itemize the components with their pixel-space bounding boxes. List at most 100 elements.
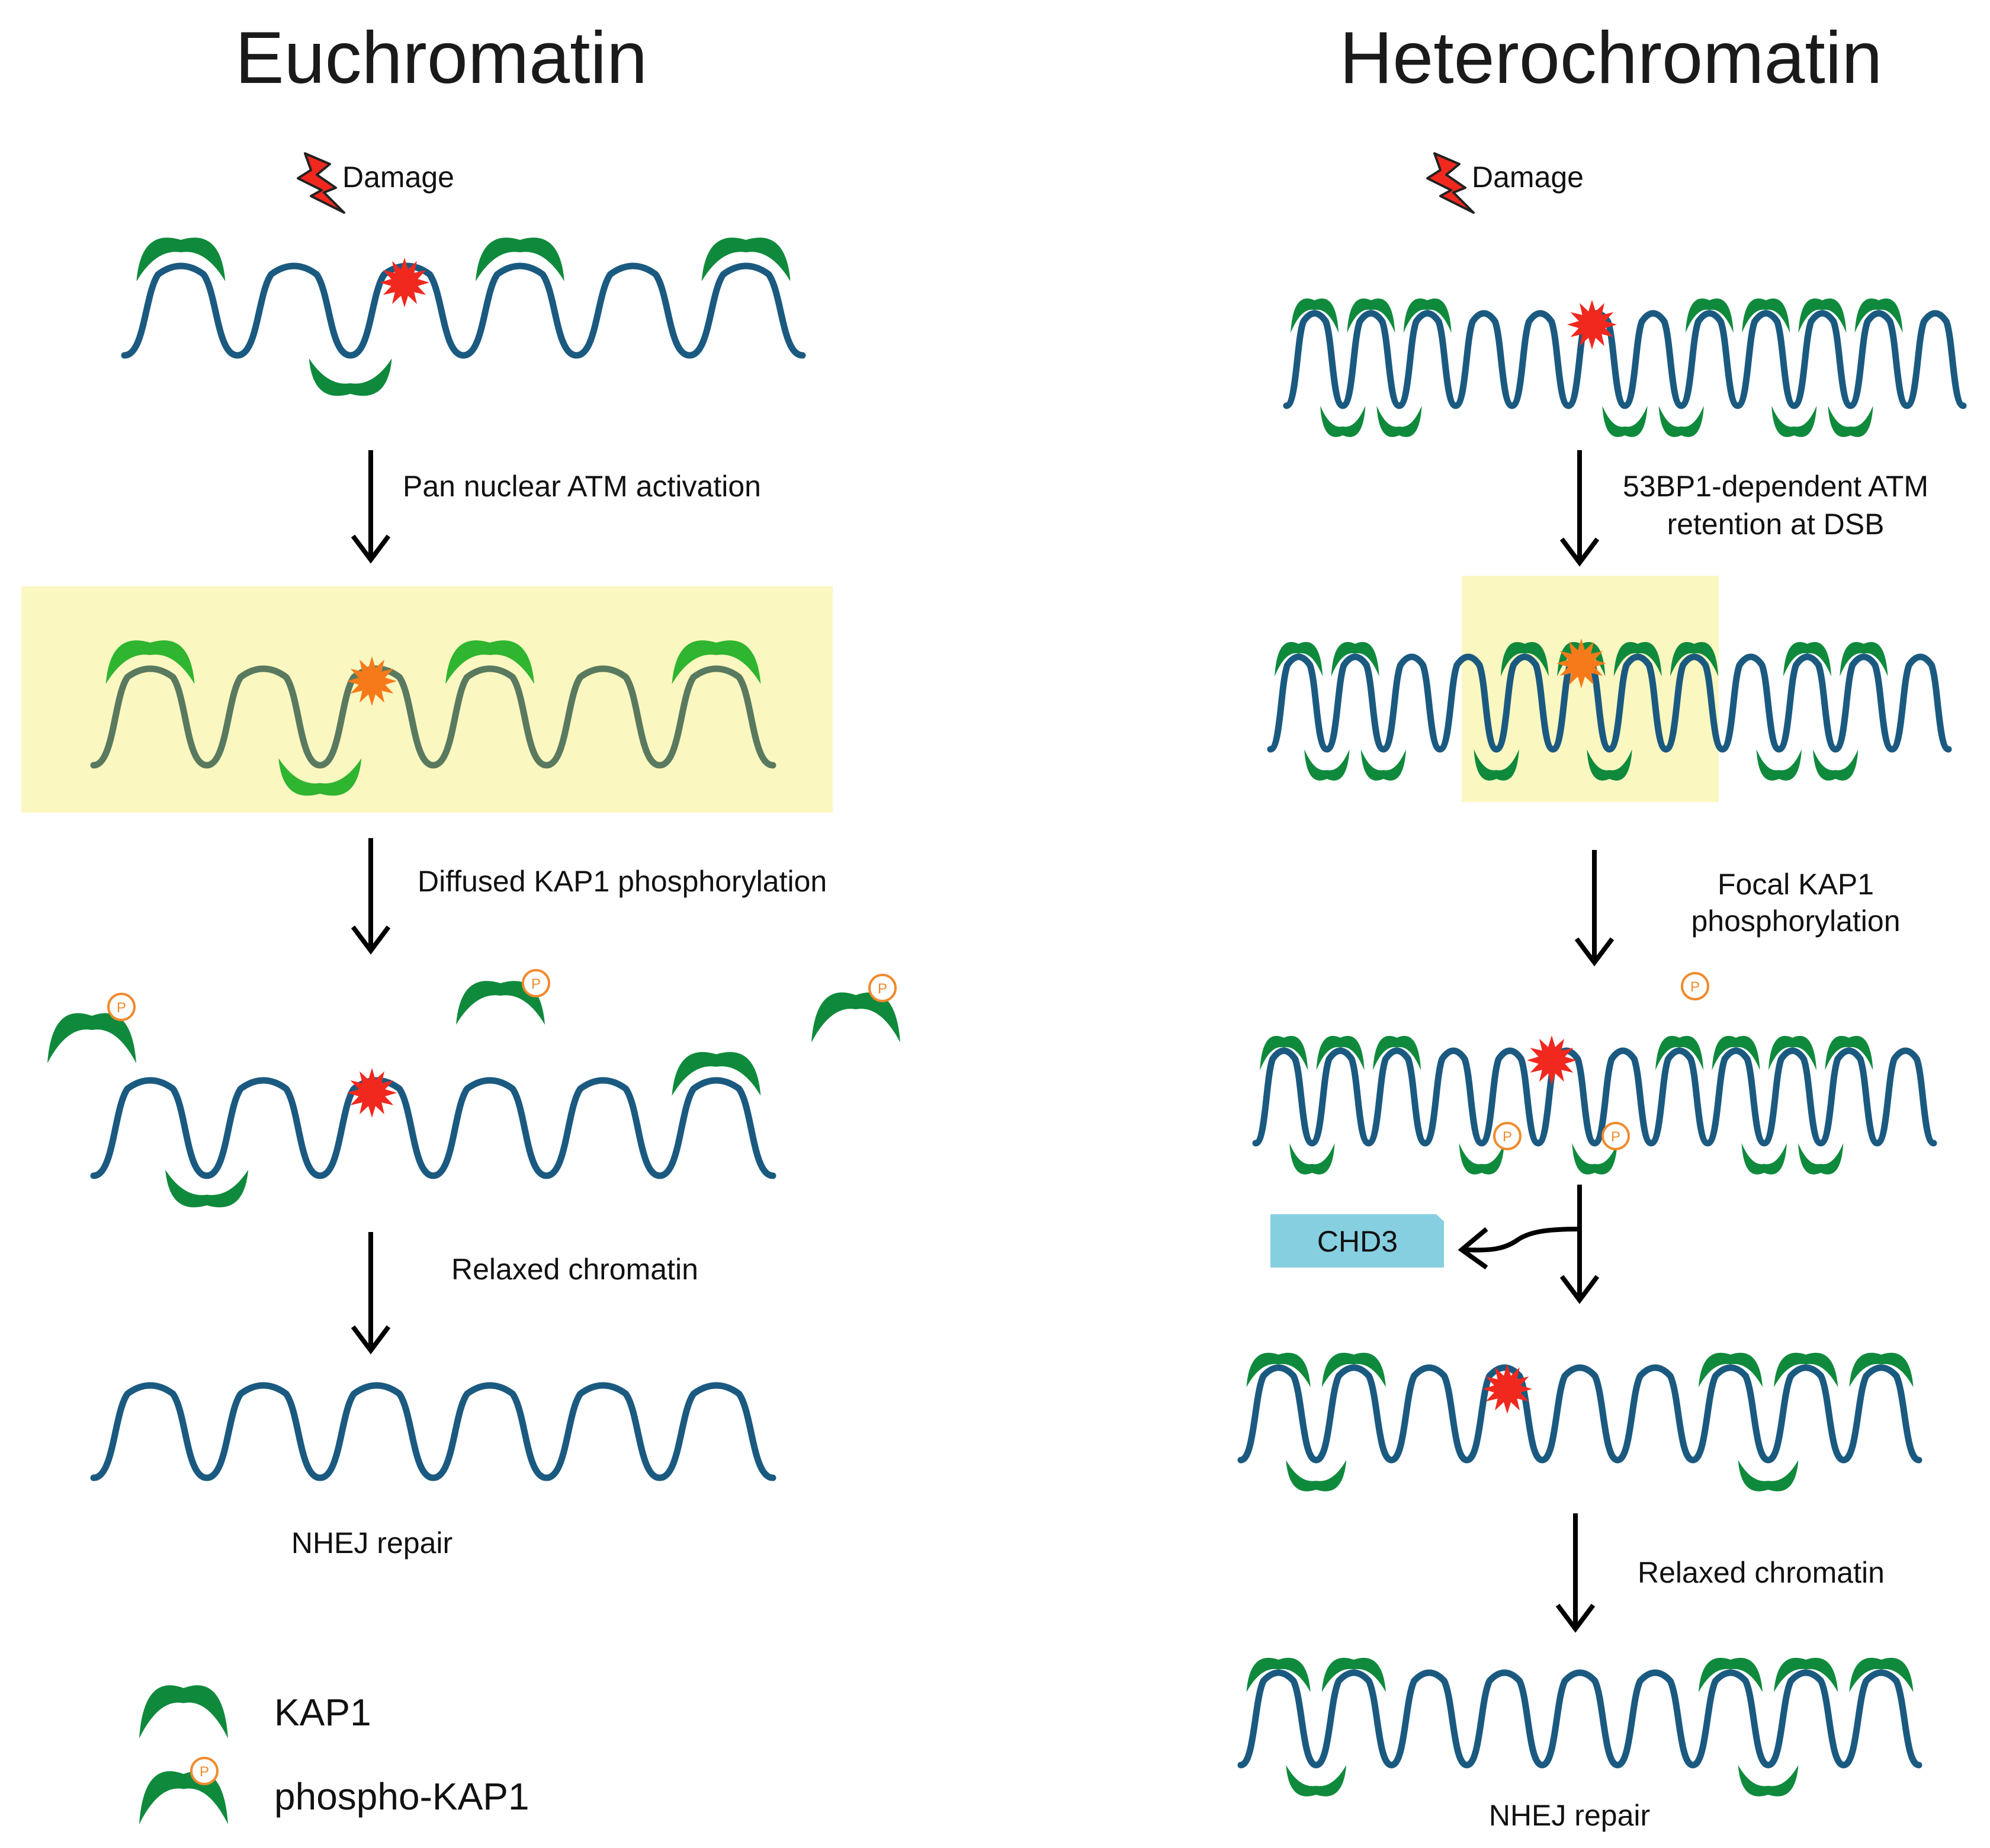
kap1-crescent [445, 640, 535, 684]
kap1-crescent [672, 640, 761, 684]
phospho-marker-icon: P [190, 1757, 219, 1785]
phospho-circle [1601, 1122, 1630, 1150]
kap1-crescent [1289, 1143, 1335, 1175]
kap1-crescent [1320, 406, 1366, 437]
kap1-crescent [1712, 1035, 1760, 1070]
het-damage-lightning-icon [1426, 152, 1475, 214]
kap1-crescent [1849, 1352, 1914, 1387]
kap1-crescent [105, 640, 195, 684]
het-arrow-2 [1574, 850, 1615, 967]
kap1-crescent [1840, 641, 1888, 676]
kap1-crescent [1602, 406, 1648, 437]
kap1-crescent [1854, 298, 1903, 333]
phospho-marker-icon: P [1493, 1122, 1522, 1150]
het-dna-row5 [1237, 1669, 1922, 1769]
eu-dna-row1 [121, 262, 806, 359]
eu-arrow-2 [351, 838, 391, 955]
phospho-circle [868, 974, 897, 1002]
eu-step3-label: Relaxed chromatin [451, 1253, 698, 1286]
kap1-crescent [1798, 298, 1847, 333]
het-chd3-branch-arrow [1458, 1227, 1580, 1270]
chd3-box: CHD3 [1270, 1214, 1444, 1268]
kap1-crescent [1557, 641, 1606, 676]
kap1-crescent [1798, 1143, 1844, 1175]
euchromatin-title: Euchromatin [235, 17, 647, 99]
kap1-crescent [1459, 1143, 1504, 1175]
kap1-crescent [1738, 1460, 1799, 1491]
het-dsb-star-row1 [1567, 300, 1617, 349]
eu-dna-row4 [90, 1382, 776, 1481]
kap1-crescent [1572, 1143, 1617, 1175]
het-dsb-star-row2 [1556, 639, 1606, 688]
kap1-crescent [1275, 641, 1323, 676]
phospho-circle [190, 1757, 219, 1785]
het-dsb-star-row4 [1482, 1364, 1532, 1414]
eu-damage-label: Damage [342, 161, 454, 194]
het-dsb-star-row3 [1527, 1035, 1577, 1085]
het-step2-label-line2: phosphorylation [1691, 904, 1900, 938]
chromatin-layer: P P P P P P [47, 238, 1967, 1796]
eu-result-label: NHEJ repair [291, 1526, 452, 1560]
legend-kap1-crescent [139, 1685, 228, 1738]
phospho-marker-icon: P [1681, 972, 1709, 1000]
eu-step2-label: Diffused KAP1 phosphorylation [418, 865, 827, 898]
kap1-crescent [1321, 1657, 1386, 1692]
kap1-crescent [1771, 406, 1817, 437]
het-arrow-1 [1559, 450, 1600, 567]
kap1-crescent [1286, 1765, 1347, 1796]
legend-phospho-kap1-icon: P [139, 1757, 228, 1824]
eu-dsb-star-row3 [347, 1068, 397, 1118]
kap1-crescent [1756, 749, 1802, 781]
heterochromatin-title: Heterochromatin [1340, 17, 1883, 99]
kap1-crescent [1587, 749, 1632, 781]
legend-kap1-label: KAP1 [274, 1691, 371, 1734]
kap1-crescent [1741, 1143, 1787, 1175]
phospho-marker-icon: P [522, 969, 550, 997]
kap1-crescent [1360, 749, 1406, 781]
het-dna-row3 [1252, 1047, 1937, 1147]
eu-arrow-3 [351, 1232, 391, 1355]
kap1-crescent [1403, 298, 1452, 333]
free-phospho-kap1 [811, 992, 900, 1042]
kap1-crescent [1774, 1657, 1838, 1692]
free-phospho-kap1 [47, 1013, 136, 1063]
phospho-letter: P [531, 976, 541, 992]
eu-dna-row3 [90, 1077, 776, 1179]
kap1-crescent [1260, 1035, 1308, 1070]
phospho-marker-icon: P [1601, 1122, 1630, 1150]
kap1-crescent [136, 238, 226, 281]
kap1-crescent [1500, 641, 1549, 676]
kap1-crescent [701, 238, 791, 281]
kap1-crescent [1613, 641, 1662, 676]
phospho-circle [522, 969, 550, 997]
phospho-letter: P [1503, 1129, 1512, 1145]
het-dna-row1 [1283, 310, 1967, 409]
phospho-letter: P [1611, 1129, 1620, 1145]
kap1-crescent [1698, 1657, 1763, 1692]
kap1-crescent [1738, 1765, 1799, 1796]
legend-kap1-icon [139, 1685, 228, 1738]
kap1-crescent [1304, 749, 1350, 781]
het-step1-label-line1: 53BP1-dependent ATM [1623, 470, 1928, 503]
kap1-crescent [1347, 298, 1395, 333]
phospho-letter: P [878, 981, 887, 997]
kap1-crescent [475, 238, 564, 281]
legend-phospho-kap1-label: phospho-KAP1 [274, 1775, 529, 1818]
phospho-marker-icon: P [868, 974, 897, 1002]
eu-arrow-1 [351, 450, 391, 564]
phospho-marker-icon: P [107, 993, 136, 1021]
kap1-crescent [1849, 1657, 1914, 1692]
kap1-crescent [1825, 1035, 1873, 1070]
chd3-label: CHD3 [1317, 1225, 1398, 1258]
free-phospho-kap1 [456, 981, 545, 1025]
kap1-crescent [1768, 1035, 1817, 1070]
eu-dsb-star-row1 [380, 258, 429, 307]
phospho-letter: P [200, 1764, 209, 1780]
kap1-crescent [1321, 1352, 1386, 1387]
phospho-circle [1493, 1122, 1522, 1150]
eu-damage-lightning-icon [297, 152, 345, 214]
kap1-crescent [1813, 749, 1859, 781]
phospho-circle [107, 993, 136, 1021]
kap1-crescent [1742, 298, 1790, 333]
